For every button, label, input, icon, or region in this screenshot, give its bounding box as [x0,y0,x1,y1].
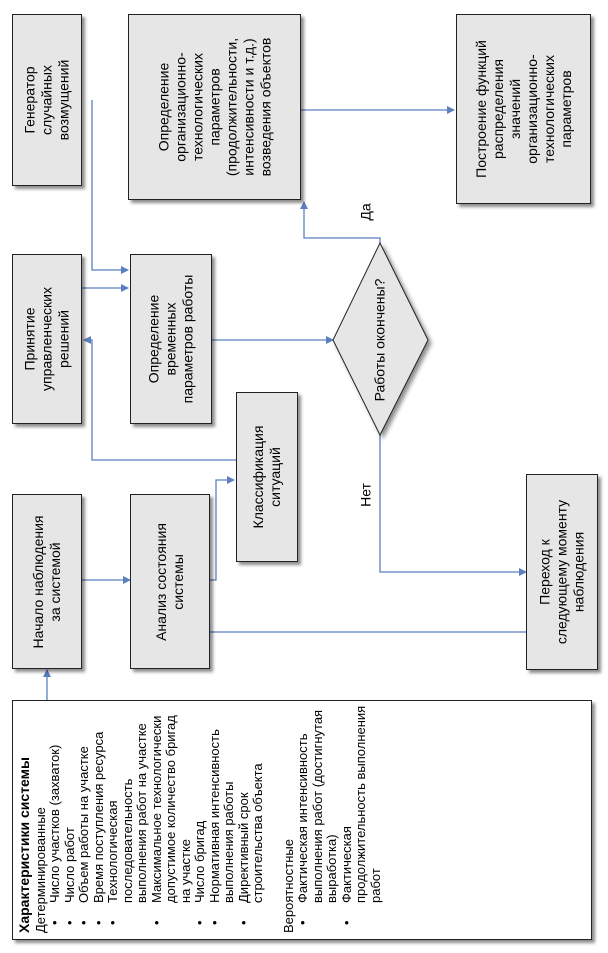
list-item: Число бригад [192,705,208,903]
characteristics-content: Характеристики системы Детерминированные… [13,701,591,939]
classification-box: Классификация ситуаций [236,392,298,562]
org-params-line-1: Определение [155,62,171,152]
list-item: Время поступления ресурса [91,705,107,903]
org-params-line-3: технологических [189,52,205,162]
probabilistic-title: Вероятностные [280,839,296,933]
probabilistic-list: Фактическая интенсивность выполнения раб… [295,705,384,933]
yes-label-text: Да [357,203,374,221]
list-item: Нормативная интенсивность выполнения раб… [207,705,237,903]
deterministic-list: Число участков (захваток) Число работ Об… [47,705,266,933]
org-params-line-4: параметров [206,68,222,146]
next-moment-line-1: Переход к [536,539,553,605]
org-params-box: Определение организационно- технологичес… [128,14,301,200]
distribution-line-4: организационно- [523,54,540,164]
distribution-line-5: технологических [540,54,557,164]
start-box: Начало наблюдения за системой [12,494,82,669]
decisions-box: Принятие управленческих решений [12,254,82,424]
org-params-line-5: (продолжительности, [223,37,239,177]
analysis-line-1: Анализ состояния [153,522,169,641]
time-params-line-2: временных [162,302,179,376]
next-moment-line-3: наблюдения [570,531,587,613]
no-label-text: Нет [357,483,374,507]
generator-line-2: случайных [38,65,55,135]
distribution-line-1: Построение функций [472,40,489,178]
time-params-line-3: параметров работы [179,274,196,404]
next-moment-line-2: следующему моменту [553,499,570,645]
analysis-line-2: системы [170,553,186,610]
characteristics-box: Характеристики системы Детерминированные… [12,700,592,940]
decisions-line-1: Принятие [21,307,38,371]
org-params-line-6: интенсивности и т.д.) [240,38,256,176]
list-item: Максимальное технологически допустимое к… [149,705,194,903]
decisions-line-2: управленческих [38,287,55,391]
arrow-diamond-to-nextmoment [379,435,527,576]
time-params-line-1: Определение [145,294,162,384]
start-line-1: Начало наблюдения [30,514,46,649]
distribution-line-3: значений [506,78,523,140]
analysis-box: Анализ состояния системы [130,494,210,669]
generator-box: Генератор случайных возмущений [12,14,82,186]
org-params-line-7: возведения объектов [257,37,273,177]
list-item: Фактическая продолжительность выполнения… [339,705,384,903]
deterministic-title: Детерминированные [32,807,48,933]
distribution-line-6: параметров [557,70,574,148]
distribution-line-2: распределения [489,59,506,160]
start-line-2: за системой [47,541,63,622]
generator-line-3: возмущений [55,59,72,141]
org-params-line-2: организационно- [172,52,188,162]
characteristics-title: Характеристики системы [16,757,32,933]
decision-diamond-text: Работы окончены? [371,278,388,402]
list-item: Директивный срок строительства объекта [236,705,266,903]
generator-line-1: Генератор [21,66,38,134]
arrow-analysis-to-classification [210,476,235,581]
distribution-box: Построение функций распределения значени… [456,14,591,204]
arrow-generator-to-timeparams [91,100,129,274]
decision-diamond-shape [332,241,429,437]
arrow-diamond-to-orgparams [300,201,381,243]
classification-line-2: ситуаций [267,447,283,507]
next-moment-box: Переход к следующему моменту наблюдения [526,474,598,670]
time-params-box: Определение временных параметров работы [130,254,212,424]
list-item: Фактическая интенсивность выполнения раб… [295,705,340,903]
list-item: Объем работы на участке [76,705,92,903]
list-item: Число работ [62,705,78,903]
list-item: Число участков (захваток) [47,705,63,903]
decisions-line-3: решений [55,310,72,368]
classification-line-1: Классификация [250,425,266,529]
list-item: Технологическая последовательность выпол… [105,705,150,903]
arrow-classification-to-decisions [83,336,236,461]
